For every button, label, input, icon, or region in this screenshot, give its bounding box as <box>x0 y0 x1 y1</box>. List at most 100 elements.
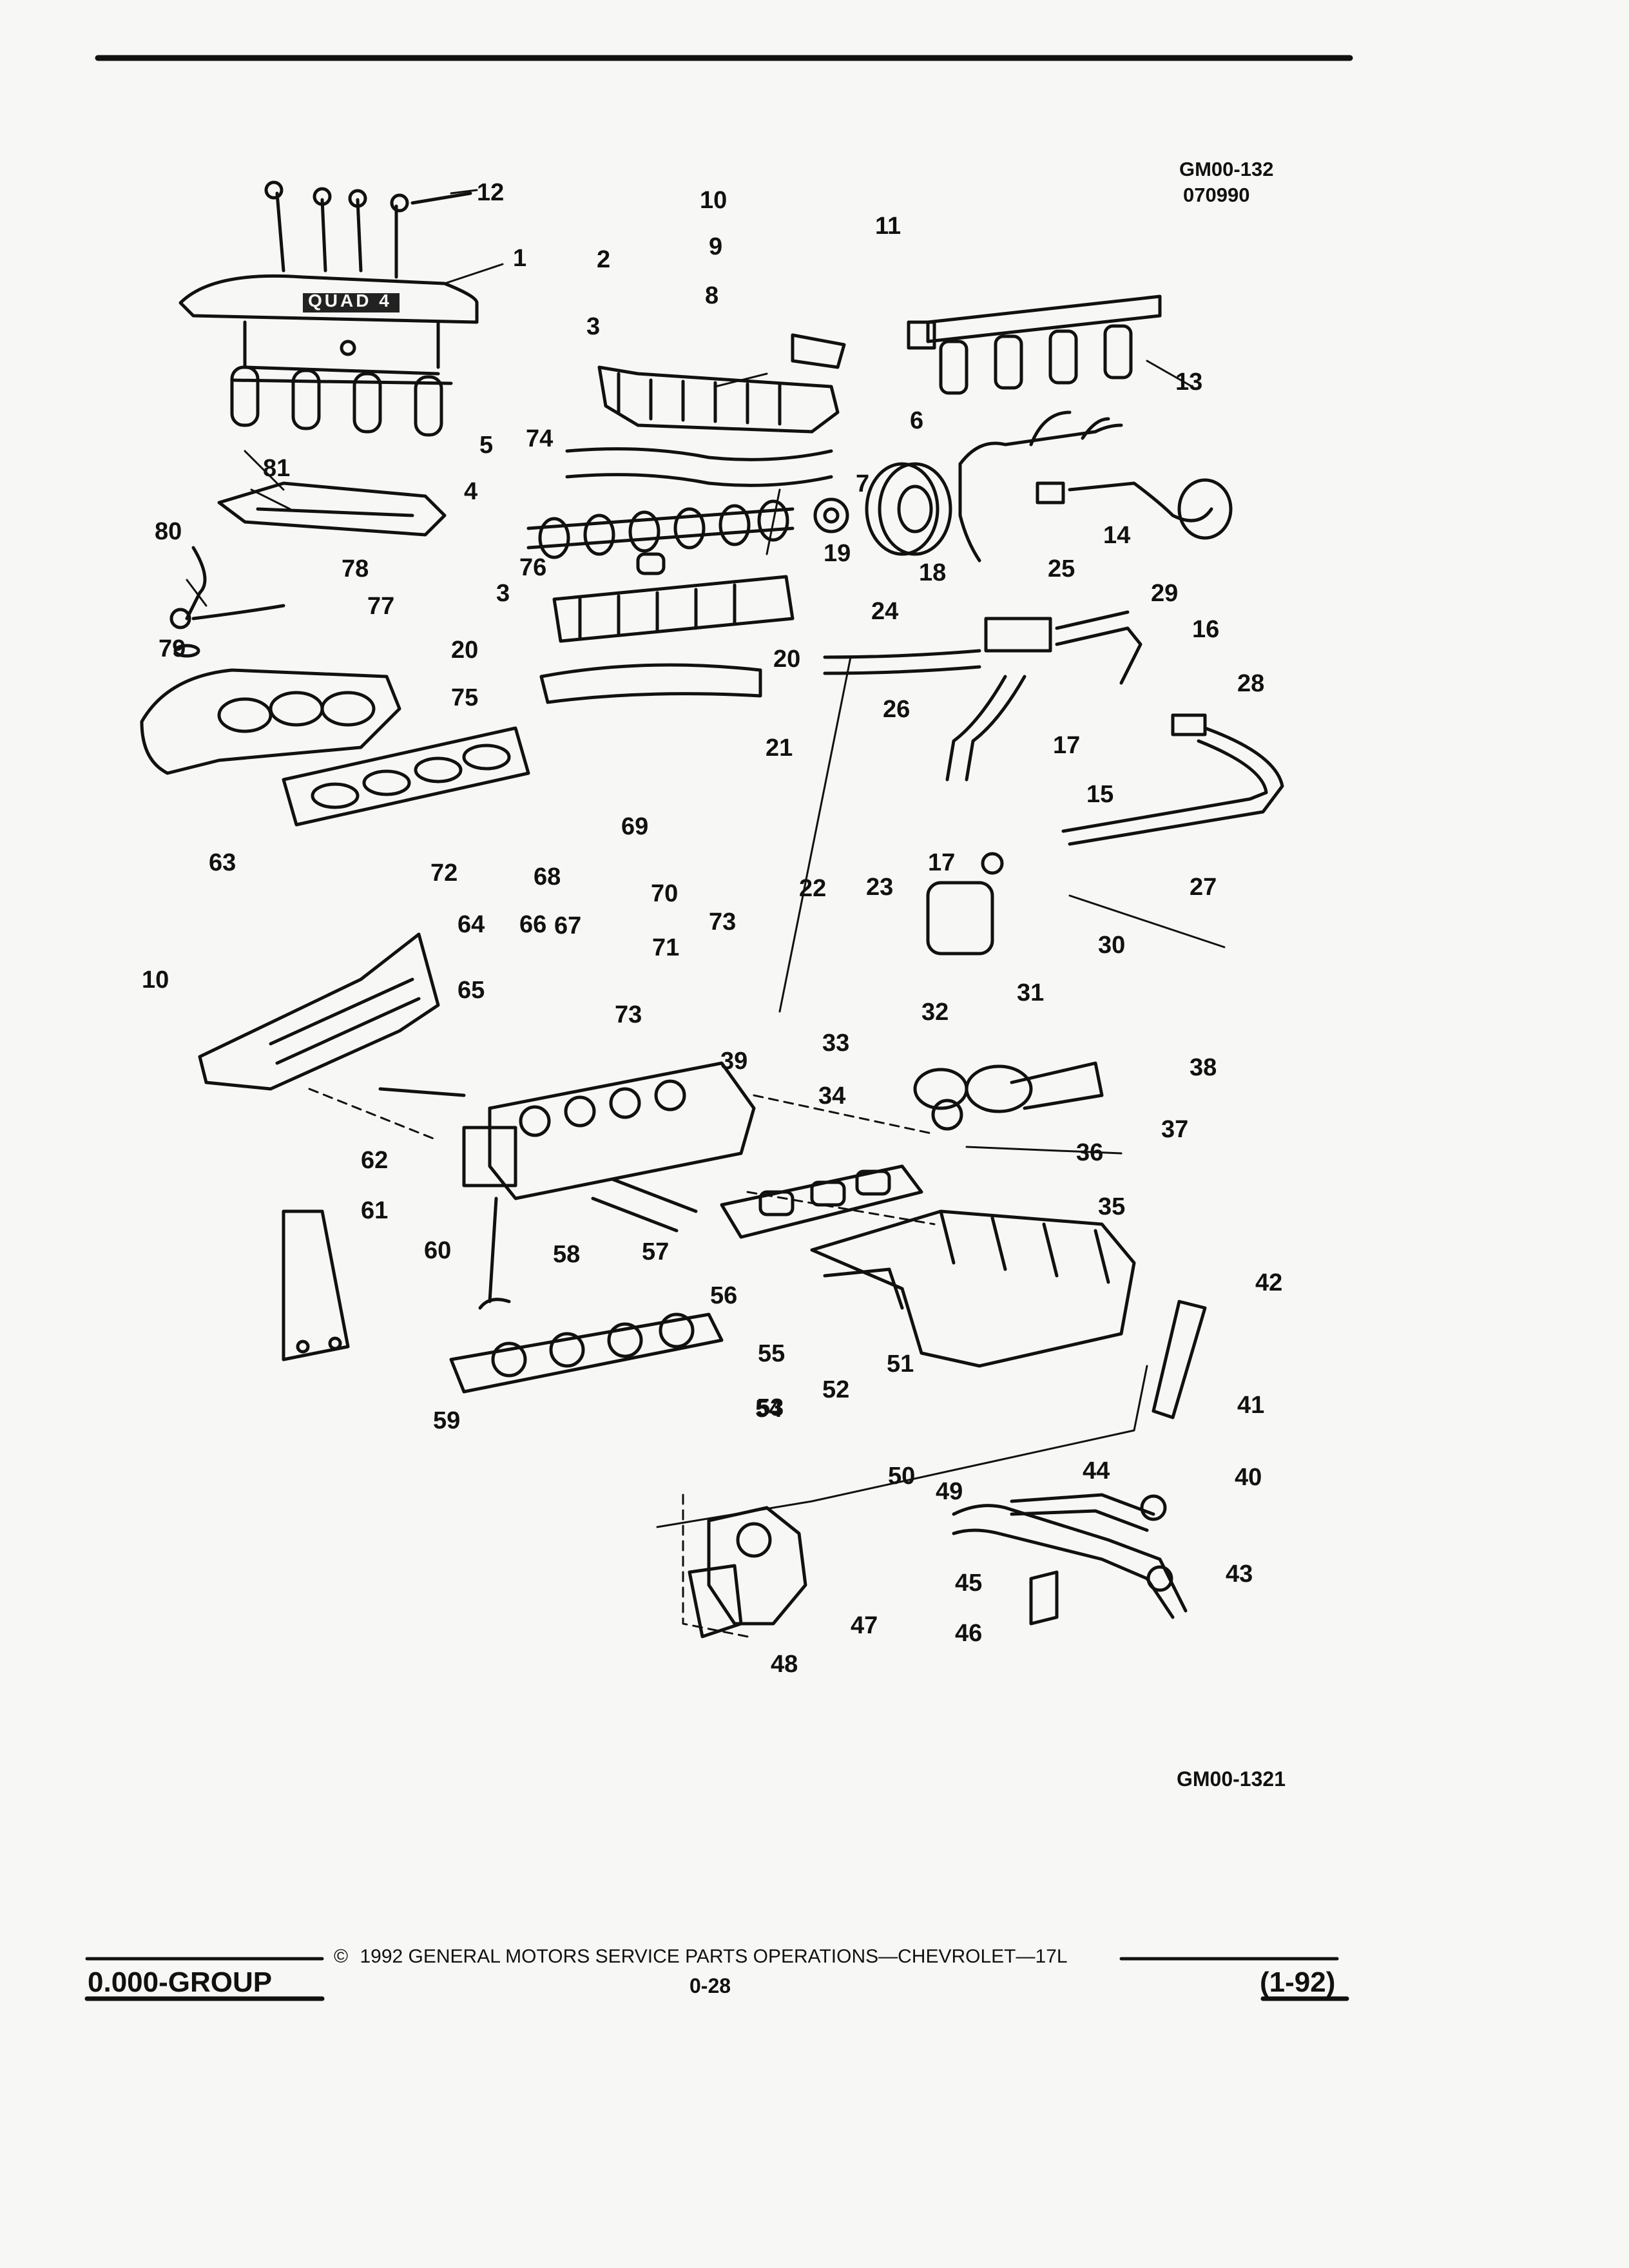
callout: 79 <box>159 635 186 662</box>
callout: 69 <box>621 813 649 840</box>
callout: 19 <box>824 540 851 567</box>
callout: 32 <box>921 999 949 1026</box>
callout: 77 <box>367 593 395 620</box>
head-gasket <box>449 1312 724 1394</box>
wiring-harness <box>958 410 1233 562</box>
callout: 21 <box>766 735 793 762</box>
callout: 71 <box>652 934 680 961</box>
callout: 26 <box>883 696 911 723</box>
callout: 9 <box>709 233 723 260</box>
callout: 22 <box>799 875 827 902</box>
callout: 43 <box>1226 1561 1253 1588</box>
exhaust-gasket <box>282 726 530 827</box>
callout: 53 <box>757 1394 784 1421</box>
support-bracket-81 <box>282 1209 350 1361</box>
callout: 17 <box>1053 732 1081 759</box>
callout: 38 <box>1190 1054 1217 1081</box>
callout: 70 <box>651 880 679 907</box>
intake-manifold <box>810 1209 1136 1368</box>
ignition-cover <box>178 274 479 437</box>
cover-bolts <box>264 180 472 279</box>
callout: 8 <box>705 282 719 309</box>
callout: 15 <box>1086 781 1114 808</box>
callout: 27 <box>1190 874 1217 901</box>
callout: 3 <box>586 313 601 340</box>
callout: 60 <box>424 1237 452 1264</box>
page-number: 0-28 <box>689 1974 731 1997</box>
lower-gasket <box>539 663 762 704</box>
callout: 73 <box>615 1001 642 1028</box>
callout: 64 <box>458 911 485 938</box>
callout: 41 <box>1237 1392 1265 1419</box>
cam-pulley <box>865 462 952 556</box>
callout: 58 <box>553 1241 581 1268</box>
callout: 2 <box>597 246 611 273</box>
callout: 62 <box>361 1147 389 1174</box>
callout: 24 <box>871 598 899 625</box>
callout: 7 <box>856 470 870 497</box>
hoses-upper <box>823 610 1142 782</box>
callout: 42 <box>1255 1269 1283 1296</box>
ref-code-2: 070990 <box>1183 184 1250 206</box>
fuel-rail <box>907 294 1162 395</box>
callout: 16 <box>1192 616 1220 643</box>
camshaft-housing-lower <box>552 552 795 643</box>
callout: 74 <box>526 425 554 452</box>
callout: 29 <box>1151 580 1179 607</box>
callout: 20 <box>773 646 801 673</box>
callout: 75 <box>451 684 479 711</box>
callout: 78 <box>342 555 369 582</box>
callout: 40 <box>1235 1464 1262 1491</box>
bracket-41 <box>1152 1300 1207 1419</box>
callout: 68 <box>534 863 561 890</box>
callout: 31 <box>1017 979 1045 1006</box>
ref-code-1: GM00-132 <box>1179 158 1274 180</box>
callout: 55 <box>758 1340 786 1367</box>
callout: 73 <box>709 908 737 936</box>
valve-and-studs <box>378 1087 698 1310</box>
sensor-connectors <box>981 713 1284 875</box>
callout: 18 <box>919 559 947 586</box>
camshaft-gaskets <box>565 447 833 487</box>
callout: 20 <box>451 637 479 664</box>
callout: 46 <box>955 1620 983 1647</box>
callout: 80 <box>155 518 182 545</box>
dashed-guides <box>308 1088 936 1638</box>
callout: 61 <box>361 1197 389 1224</box>
callout: 52 <box>822 1376 850 1403</box>
group-label: 0.000-GROUP <box>88 1966 273 1998</box>
lower-heat-shield <box>198 932 440 1091</box>
callout: 28 <box>1237 670 1265 697</box>
callout: 51 <box>887 1350 914 1378</box>
callout: 76 <box>519 554 547 581</box>
o2-sensor-lead <box>169 546 285 658</box>
callout: 72 <box>430 860 458 887</box>
callout: 39 <box>720 1048 748 1075</box>
callout: 59 <box>433 1407 461 1434</box>
callout: 49 <box>936 1478 963 1505</box>
copyright-line: © 1992 GENERAL MOTORS SERVICE PARTS OPER… <box>334 1946 1068 1968</box>
callout: 67 <box>554 912 582 939</box>
callout: 6 <box>910 407 924 434</box>
callout: 37 <box>1161 1116 1189 1143</box>
callout: 50 <box>888 1463 916 1490</box>
thermostat-housing <box>913 881 1104 1131</box>
leader-lines <box>186 189 1226 1528</box>
intake-gasket <box>720 1164 923 1239</box>
exhaust-manifold <box>140 668 401 775</box>
callout: 44 <box>1083 1457 1110 1485</box>
callout: 5 <box>479 432 494 459</box>
callout: 10 <box>142 966 169 994</box>
copyright-text: 1992 GENERAL MOTORS SERVICE PARTS OPERAT… <box>360 1946 1068 1967</box>
heat-shield-79 <box>217 481 447 537</box>
coolant-pipes <box>952 1493 1188 1626</box>
callout: 48 <box>771 1651 798 1678</box>
callout: 17 <box>928 849 956 876</box>
cover-logo-text: QUAD 4 <box>308 291 392 311</box>
callout: 25 <box>1048 555 1075 582</box>
callout: 11 <box>875 213 901 240</box>
copyright-symbol: © <box>334 1946 349 1967</box>
callout: 33 <box>822 1030 850 1057</box>
callout: 81 <box>263 455 291 482</box>
callout: 35 <box>1098 1193 1126 1220</box>
